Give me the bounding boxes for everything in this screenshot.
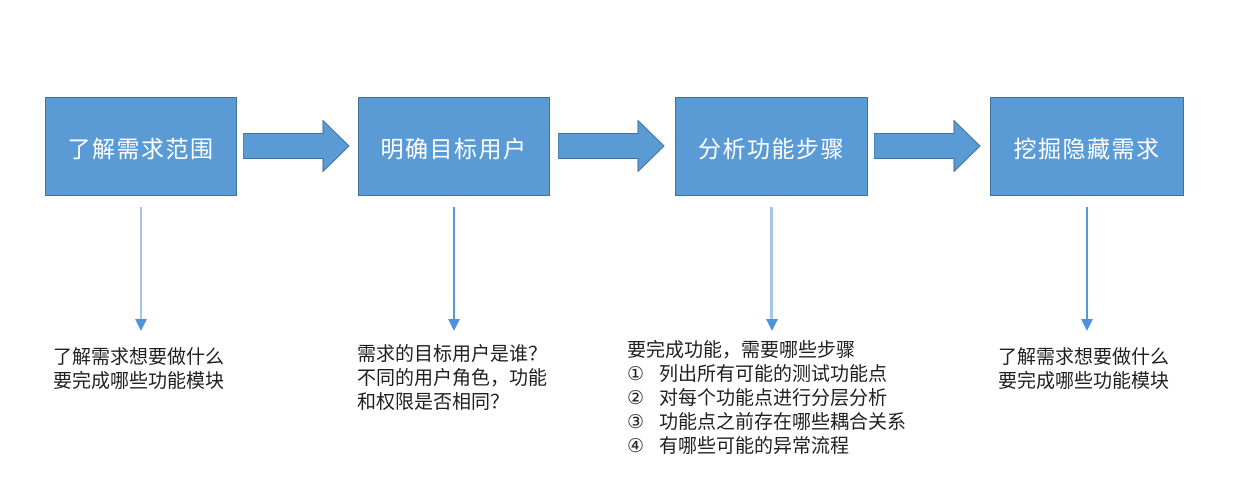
- circled-number-icon: ④: [627, 436, 645, 457]
- note-item-text: 有哪些可能的异常流程: [659, 436, 850, 457]
- down-arrow-head: [765, 319, 778, 331]
- note-line: 要完成哪些功能模块: [998, 371, 1170, 392]
- down-arrow-head: [135, 319, 147, 331]
- circled-number-icon: ③: [627, 412, 645, 433]
- flow-box-target-users: 明确目标用户: [358, 97, 550, 196]
- down-arrow-line: [1085, 207, 1089, 319]
- note-line: 和权限是否相同？: [357, 392, 510, 413]
- note-list-item: ④ 有哪些可能的异常流程: [627, 435, 906, 459]
- note-line: 了解需求想要做什么: [998, 347, 1170, 368]
- note-understand-scope: 了解需求想要做什么 要完成哪些功能模块: [53, 346, 224, 394]
- down-arrow-head: [1081, 319, 1093, 331]
- down-arrow-head: [448, 319, 460, 331]
- note-list-item: ② 对每个功能点进行分层分析: [627, 387, 906, 411]
- down-arrow-icon: [448, 207, 461, 331]
- flow-box-hidden-requirements: 挖掘隐藏需求: [990, 97, 1184, 196]
- flow-box-label: 挖掘隐藏需求: [1013, 135, 1161, 162]
- note-line: 要完成哪些功能模块: [53, 371, 225, 392]
- down-arrow-icon: [135, 207, 148, 331]
- note-target-users: 需求的目标用户是谁？ 不同的用户角色，功能 和权限是否相同？: [357, 343, 547, 415]
- right-arrow-icon: [243, 120, 350, 172]
- flow-box-analyze-steps: 分析功能步骤: [675, 97, 868, 196]
- right-arrow-icon: [558, 120, 665, 172]
- flow-box-label: 了解需求范围: [67, 135, 215, 162]
- right-arrow-icon: [874, 120, 981, 172]
- down-arrow-icon: [1081, 207, 1094, 331]
- down-arrow-line: [770, 207, 773, 319]
- flow-box-label: 分析功能步骤: [698, 135, 845, 162]
- down-arrow-icon: [765, 207, 778, 331]
- note-hidden-requirements: 了解需求想要做什么 要完成哪些功能模块: [998, 346, 1169, 394]
- note-analyze-steps: 要完成功能，需要哪些步骤 ① 列出所有可能的测试功能点 ② 对每个功能点进行分层…: [627, 339, 906, 459]
- note-line: 了解需求想要做什么: [53, 347, 225, 368]
- note-item-text: 对每个功能点进行分层分析: [659, 388, 888, 409]
- note-list-item: ① 列出所有可能的测试功能点: [627, 363, 906, 387]
- note-list-item: ③ 功能点之前存在哪些耦合关系: [627, 411, 906, 435]
- flow-box-label: 明确目标用户: [380, 135, 528, 162]
- flow-box-understand-scope: 了解需求范围: [45, 97, 237, 196]
- note-line: 不同的用户角色，功能: [357, 368, 548, 389]
- note-line: 需求的目标用户是谁？: [357, 344, 548, 365]
- note-line: 要完成功能，需要哪些步骤: [627, 340, 856, 361]
- note-item-text: 功能点之前存在哪些耦合关系: [659, 412, 907, 433]
- down-arrow-line: [139, 207, 143, 319]
- down-arrow-line: [452, 207, 456, 319]
- circled-number-icon: ②: [627, 388, 645, 409]
- note-item-text: 列出所有可能的测试功能点: [659, 364, 888, 385]
- circled-number-icon: ①: [627, 364, 645, 385]
